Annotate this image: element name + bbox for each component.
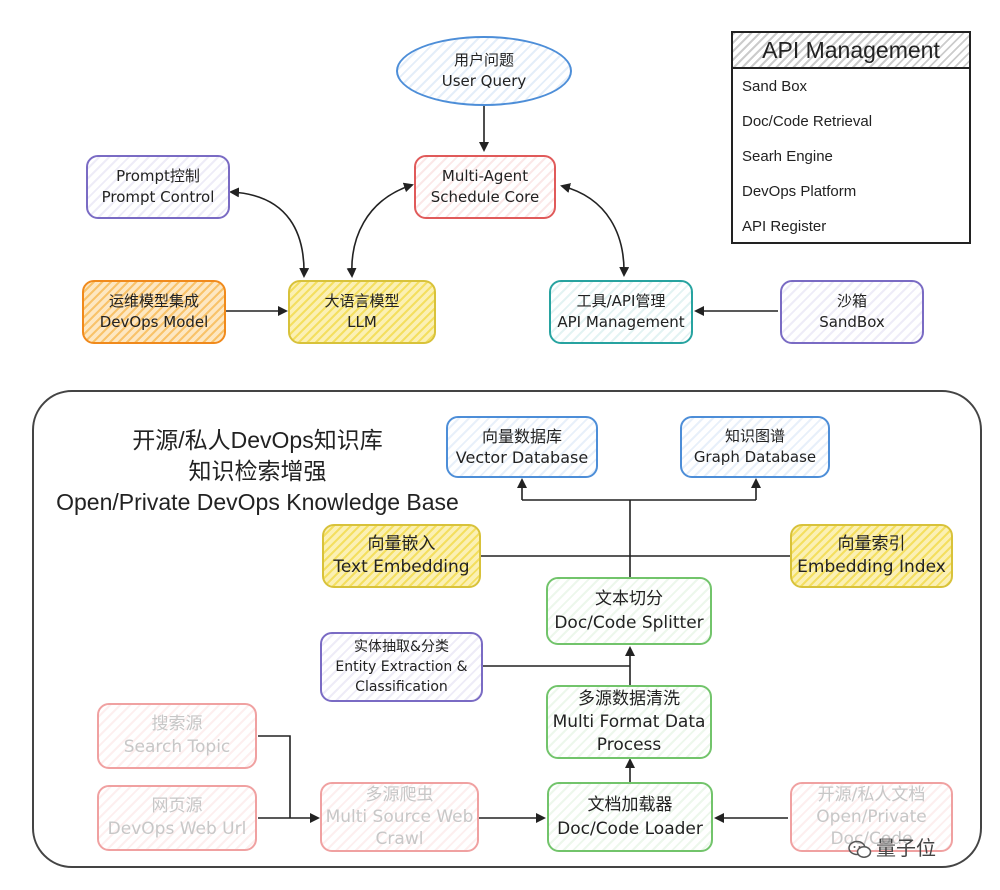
doc-loader-en: Doc/Code Loader — [557, 819, 703, 839]
vector-db-en: Vector Database — [455, 448, 589, 467]
api-panel-title: API Management — [733, 33, 969, 69]
embedding-index-en: Embedding Index — [797, 557, 946, 577]
entity-extraction-en1: Entity Extraction & — [335, 659, 468, 675]
doc-code-loader-node: 文档加载器 Doc/Code Loader — [547, 782, 713, 852]
sandbox-en: SandBox — [819, 313, 885, 331]
text-embedding-zh: 向量嵌入 — [367, 534, 436, 554]
multi-format-en1: Multi Format Data — [552, 711, 706, 732]
multi-agent-node: Multi-Agent Schedule Core — [414, 155, 556, 219]
vector-database-node: 向量数据库 Vector Database — [446, 416, 598, 478]
graph-db-zh: 知识图谱 — [724, 427, 785, 445]
api-panel-item: API Register — [742, 218, 827, 235]
user-query-en: User Query — [441, 72, 527, 90]
multi-agent-line2: Schedule Core — [430, 188, 540, 206]
user-query-node: 用户问题 User Query — [396, 36, 572, 106]
splitter-zh: 文本切分 — [595, 589, 663, 609]
llm-zh: 大语言模型 — [324, 292, 400, 310]
entity-extraction-node: 实体抽取&分类 Entity Extraction & Classificati… — [320, 632, 483, 702]
edge-search-to-crawl — [258, 735, 291, 818]
prompt-control-zh: Prompt控制 — [116, 167, 200, 185]
search-topic-en: Search Topic — [123, 737, 231, 757]
prompt-control-en: Prompt Control — [101, 188, 215, 206]
kb-title-line1: 开源/私人DevOps知识库 — [132, 427, 383, 453]
kb-title-line2: 知识检索增强 — [188, 458, 327, 484]
llm-en: LLM — [347, 313, 377, 331]
search-topic-zh: 搜索源 — [151, 714, 203, 734]
api-panel-item: Doc/Code Retrieval — [742, 113, 873, 130]
entity-extraction-en2: Classification — [355, 679, 448, 695]
multi-source-crawl-node: 多源爬虫 Multi Source Web Crawl — [320, 782, 479, 852]
devops-model-zh: 运维模型集成 — [108, 292, 199, 310]
vector-db-zh: 向量数据库 — [481, 427, 562, 446]
doc-loader-zh: 文档加载器 — [587, 795, 673, 815]
knowledge-base-container — [32, 390, 982, 868]
watermark: 量子位 — [848, 832, 936, 861]
splitter-en: Doc/Code Splitter — [554, 613, 704, 633]
text-embedding-node: 向量嵌入 Text Embedding — [322, 524, 481, 588]
api-management-zh: 工具/API管理 — [576, 292, 666, 310]
edge-prompt-llm — [229, 187, 310, 278]
multi-format-zh: 多源数据清洗 — [578, 688, 680, 709]
api-panel-item: Sand Box — [742, 78, 808, 95]
devops-model-en: DevOps Model — [99, 313, 209, 331]
watermark-text: 量子位 — [876, 836, 936, 860]
prompt-control-node: Prompt控制 Prompt Control — [86, 155, 230, 219]
sandbox-zh: 沙箱 — [836, 292, 867, 310]
multi-format-en2: Process — [596, 734, 662, 755]
embedding-index-zh: 向量索引 — [837, 534, 906, 554]
graph-database-node: 知识图谱 Graph Database — [680, 416, 830, 478]
web-crawl-zh: 多源爬虫 — [365, 785, 434, 805]
search-topic-node: 搜索源 Search Topic — [97, 703, 257, 769]
api-management-node: 工具/API管理 API Management — [549, 280, 693, 344]
api-panel-item: Searh Engine — [742, 148, 833, 165]
doc-code-splitter-node: 文本切分 Doc/Code Splitter — [546, 577, 712, 645]
devops-model-node: 运维模型集成 DevOps Model — [82, 280, 226, 344]
open-docs-en1: Open/Private — [816, 807, 927, 827]
knowledge-base-title: 开源/私人DevOps知识库 知识检索增强 Open/Private DevOp… — [30, 425, 485, 518]
web-crawl-en2: Crawl — [375, 829, 424, 849]
multi-agent-line1: Multi-Agent — [441, 167, 529, 185]
edge-agent-llm — [346, 182, 414, 278]
text-embedding-en: Text Embedding — [333, 557, 470, 577]
wechat-icon — [848, 840, 872, 858]
open-private-docs-node: 开源/私人文档 Open/Private Doc/Code — [790, 782, 953, 852]
web-crawl-en1: Multi Source Web — [325, 807, 474, 827]
api-management-en: API Management — [557, 313, 685, 331]
sandbox-node: 沙箱 SandBox — [780, 280, 924, 344]
api-panel-item: DevOps Platform — [742, 183, 857, 200]
graph-db-en: Graph Database — [693, 448, 817, 466]
web-url-en: DevOps Web Url — [107, 819, 247, 839]
open-docs-zh: 开源/私人文档 — [817, 785, 926, 805]
devops-web-url-node: 网页源 DevOps Web Url — [97, 785, 257, 851]
kb-title-line3: Open/Private DevOps Knowledge Base — [56, 489, 459, 515]
api-management-panel: API Management Sand Box Doc/Code Retriev… — [731, 31, 971, 244]
embedding-index-node: 向量索引 Embedding Index — [790, 524, 953, 588]
web-url-zh: 网页源 — [151, 796, 203, 816]
multi-format-process-node: 多源数据清洗 Multi Format Data Process — [546, 685, 712, 759]
user-query-zh: 用户问题 — [453, 51, 514, 69]
entity-extraction-zh: 实体抽取&分类 — [354, 639, 449, 655]
edge-agent-api — [560, 183, 630, 277]
llm-node: 大语言模型 LLM — [288, 280, 436, 344]
